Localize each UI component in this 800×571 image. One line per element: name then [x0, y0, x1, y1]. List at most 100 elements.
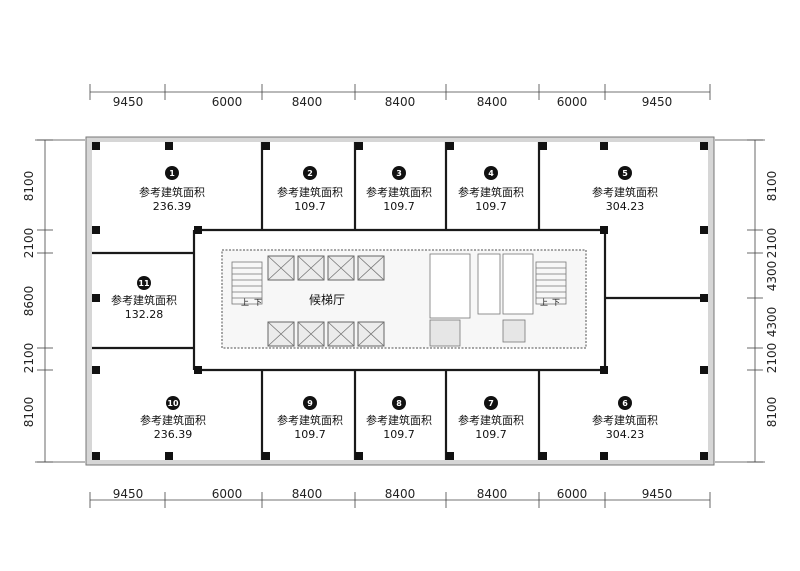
unit-2: 2 参考建筑面积 109.7	[277, 166, 343, 213]
unit-number: 4	[488, 169, 494, 178]
column	[92, 366, 100, 374]
column	[355, 142, 363, 150]
interior-walls	[92, 142, 708, 460]
stair-up-label-left: 上	[241, 298, 249, 307]
unit-number-badge	[303, 396, 317, 410]
column	[355, 452, 363, 460]
column	[600, 366, 608, 374]
unit-4: 4 参考建筑面积 109.7	[458, 166, 524, 213]
dim-top-3: 8400	[292, 95, 323, 109]
dimension-ticks	[37, 84, 763, 508]
column	[165, 142, 173, 150]
unit-area: 109.7	[475, 428, 507, 441]
elevator-crosses	[267, 255, 385, 347]
dim-bottom-6: 6000	[557, 487, 588, 501]
unit-label: 参考建筑面积	[366, 413, 432, 427]
unit-number: 8	[396, 399, 402, 408]
column	[92, 452, 100, 460]
dim-bottom-3: 8400	[292, 487, 323, 501]
dim-bottom-5: 8400	[477, 487, 508, 501]
dim-right-3: 4300	[765, 261, 779, 292]
unit-area: 236.39	[154, 428, 193, 441]
unit-label: 参考建筑面积	[458, 185, 524, 199]
column	[165, 452, 173, 460]
dim-right-5: 2100	[765, 343, 779, 374]
dim-right-6: 8100	[765, 397, 779, 428]
dim-top-1: 9450	[113, 95, 144, 109]
unit-11: 11 参考建筑面积 132.28	[111, 276, 177, 321]
unit-number: 11	[138, 279, 150, 288]
unit-number-badge	[137, 276, 151, 290]
stair-up-label-right: 上	[540, 298, 548, 307]
unit-number: 7	[488, 399, 494, 408]
unit-label: 参考建筑面积	[277, 413, 343, 427]
unit-number-badge	[166, 396, 180, 410]
unit-number-badge	[484, 396, 498, 410]
unit-area: 304.23	[606, 200, 645, 213]
unit-number: 2	[307, 169, 313, 178]
unit-10: 10 参考建筑面积 236.39	[140, 396, 206, 441]
column	[700, 294, 708, 302]
dim-top-4: 8400	[385, 95, 416, 109]
dim-bottom-4: 8400	[385, 487, 416, 501]
column	[539, 142, 547, 150]
dim-bottom-7: 9450	[642, 487, 673, 501]
unit-number: 9	[307, 399, 313, 408]
unit-area: 109.7	[294, 428, 326, 441]
column	[92, 226, 100, 234]
unit-label: 参考建筑面积	[458, 413, 524, 427]
dim-left-5: 8100	[22, 397, 36, 428]
unit-label: 参考建筑面积	[140, 413, 206, 427]
unit-7: 7 参考建筑面积 109.7	[458, 396, 524, 441]
stairs	[231, 261, 567, 305]
unit-label: 参考建筑面积	[592, 185, 658, 199]
column	[92, 142, 100, 150]
unit-area: 109.7	[294, 200, 326, 213]
column	[446, 142, 454, 150]
dim-top-7: 9450	[642, 95, 673, 109]
column	[700, 366, 708, 374]
structural-columns	[92, 142, 708, 460]
unit-number-badge	[618, 396, 632, 410]
unit-number-badge	[392, 166, 406, 180]
column	[194, 366, 202, 374]
stair-down-label-right: 下	[552, 298, 560, 307]
lobby-label: 候梯厅	[309, 293, 345, 307]
unit-area: 109.7	[383, 200, 415, 213]
dim-left-3: 8600	[22, 286, 36, 317]
dim-right-4: 4300	[765, 307, 779, 338]
dim-top-6: 6000	[557, 95, 588, 109]
unit-number-badge	[303, 166, 317, 180]
column	[92, 294, 100, 302]
column	[700, 452, 708, 460]
column	[600, 226, 608, 234]
dim-top-2: 6000	[212, 95, 243, 109]
unit-8: 8 参考建筑面积 109.7	[366, 396, 432, 441]
column	[600, 142, 608, 150]
unit-number-badge	[484, 166, 498, 180]
unit-label: 参考建筑面积	[592, 413, 658, 427]
unit-1: 1 参考建筑面积 236.39	[139, 166, 205, 213]
unit-number-badge	[392, 396, 406, 410]
dim-right-2: 2100	[765, 228, 779, 259]
column	[700, 142, 708, 150]
unit-6: 6 参考建筑面积 304.23	[592, 396, 658, 441]
column	[194, 226, 202, 234]
unit-area: 304.23	[606, 428, 645, 441]
unit-9: 9 参考建筑面积 109.7	[277, 396, 343, 441]
dim-left-4: 2100	[22, 343, 36, 374]
unit-3: 3 参考建筑面积 109.7	[366, 166, 432, 213]
unit-area: 109.7	[475, 200, 507, 213]
unit-number-badge	[618, 166, 632, 180]
dim-top-5: 8400	[477, 95, 508, 109]
dim-bottom-2: 6000	[212, 487, 243, 501]
unit-area: 236.39	[153, 200, 192, 213]
unit-number: 10	[167, 399, 179, 408]
column	[262, 142, 270, 150]
column	[700, 226, 708, 234]
dim-right-1: 8100	[765, 171, 779, 202]
unit-label: 参考建筑面积	[111, 293, 177, 307]
unit-number: 3	[396, 169, 402, 178]
stair-down-label-left: 下	[254, 298, 262, 307]
unit-number: 6	[622, 399, 628, 408]
